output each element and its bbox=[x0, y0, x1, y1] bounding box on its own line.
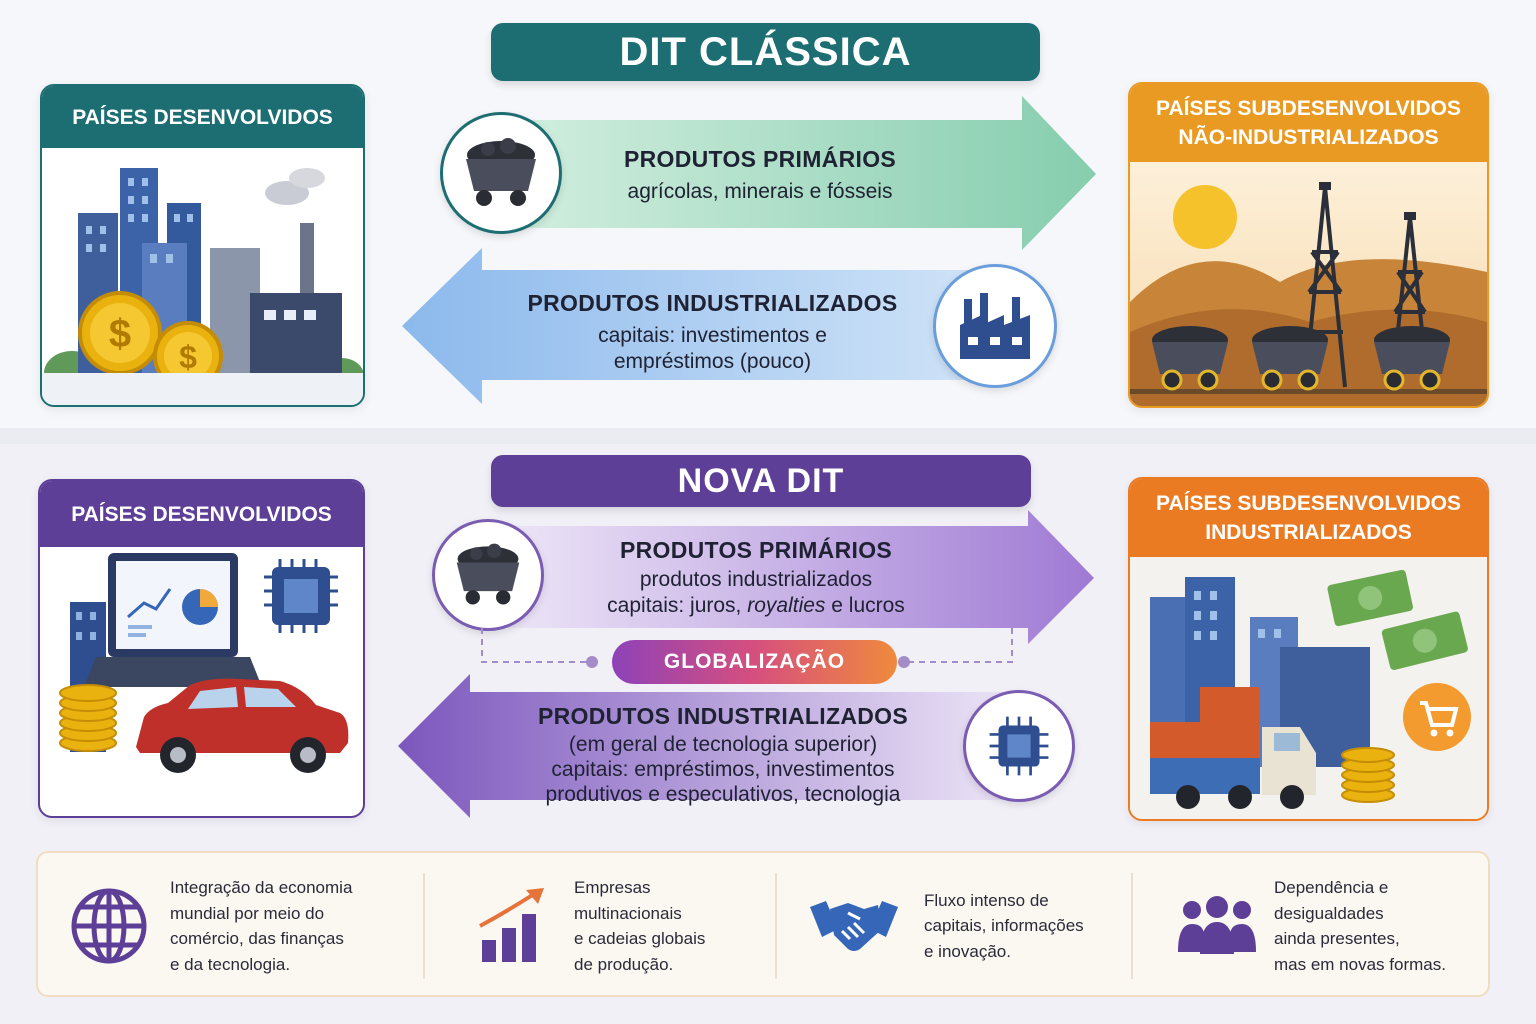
classic-underdeveloped-label: PAÍSES SUBDESENVOLVIDOS NÃO-INDUSTRIALIZ… bbox=[1130, 84, 1487, 162]
nova-industrial-products-text: PRODUTOS INDUSTRIALIZADOS (em geral de t… bbox=[518, 703, 928, 807]
footer-line: e da tecnologia. bbox=[170, 954, 291, 974]
globe-icon bbox=[71, 888, 147, 964]
nova-primary-line2-italic: royalties bbox=[747, 594, 826, 617]
classic-underdeveloped-card: PAÍSES SUBDESENVOLVIDOS NÃO-INDUSTRIALIZ… bbox=[1128, 82, 1489, 408]
classic-primary-products-text: PRODUTOS PRIMÁRIOS agrícolas, minerais e… bbox=[580, 146, 940, 205]
handshake-icon bbox=[810, 901, 898, 951]
nova-primary-title: PRODUTOS PRIMÁRIOS bbox=[619, 537, 893, 563]
footer-line: e cadeias globais bbox=[574, 929, 706, 948]
footer-line: desigualdades bbox=[1274, 903, 1384, 923]
footer-line: capitais, informações bbox=[924, 916, 1084, 936]
footer-text-inequality: Dependência e desigualdades ainda presen… bbox=[1274, 875, 1446, 977]
nova-underdeveloped-card: PAÍSES SUBDESENVOLVIDOS INDUSTRIALIZADOS bbox=[1128, 477, 1489, 821]
nova-title: NOVA DIT bbox=[491, 455, 1031, 507]
nova-primary-line2-prefix: capitais: juros, bbox=[607, 594, 748, 617]
footer-line: ainda presentes, bbox=[1274, 929, 1400, 948]
nova-underdeveloped-label-line2: INDUSTRIALIZADOS bbox=[1205, 521, 1412, 544]
people-icon bbox=[1178, 896, 1256, 954]
mine-cart-icon bbox=[440, 112, 562, 234]
classic-developed-card: PAÍSES DESENVOLVIDOS bbox=[40, 84, 365, 407]
footer-separator bbox=[423, 873, 425, 979]
tech-economy-illustration bbox=[40, 547, 363, 816]
footer-item-multinationals: Empresas multinacionais e cadeias globai… bbox=[476, 853, 705, 999]
classic-arrow-right bbox=[500, 96, 1096, 250]
footer-line: multinacionais bbox=[574, 903, 682, 923]
footer-text-capital-flow: Fluxo intenso de capitais, informações e… bbox=[924, 888, 1084, 965]
footer-line: mas em novas formas. bbox=[1274, 954, 1446, 974]
nova-industrial-line3: produtivos e especulativos, tecnologia bbox=[545, 783, 901, 806]
globalization-badge: GLOBALIZAÇÃO bbox=[612, 640, 897, 684]
nova-developed-card: PAÍSES DESENVOLVIDOS bbox=[38, 479, 365, 818]
classic-primary-subtitle: agrícolas, minerais e fósseis bbox=[627, 180, 893, 203]
classic-underdeveloped-label-line1: PAÍSES SUBDESENVOLVIDOS bbox=[1156, 97, 1461, 120]
svg-text:$: $ bbox=[179, 339, 197, 375]
footer-separator bbox=[1131, 873, 1133, 979]
classic-industrial-products-text: PRODUTOS INDUSTRIALIZADOS capitais: inve… bbox=[505, 290, 920, 375]
footer-line: e inovação. bbox=[924, 941, 1011, 961]
footer-item-inequality: Dependência e desigualdades ainda presen… bbox=[1176, 853, 1446, 999]
footer-item-capital-flow: Fluxo intenso de capitais, informações e… bbox=[808, 853, 1084, 999]
nova-arrow-left bbox=[398, 674, 1028, 818]
growth-chart-icon bbox=[479, 888, 544, 962]
nova-industrial-line2: capitais: empréstimos, investimentos bbox=[551, 758, 895, 781]
classic-industrial-subtitle-2: empréstimos (pouco) bbox=[613, 350, 812, 373]
classic-arrow-left bbox=[402, 248, 1012, 404]
footer-line: Empresas bbox=[574, 878, 651, 897]
classic-industrial-subtitle-1: capitais: investimentos e bbox=[598, 324, 827, 347]
nova-primary-line1: produtos industrializados bbox=[639, 568, 873, 591]
city-factory-illustration: $ $ bbox=[42, 148, 363, 405]
footer-line: Integração da economia bbox=[170, 878, 353, 897]
nova-primary-products-text: PRODUTOS PRIMÁRIOS produtos industrializ… bbox=[566, 537, 946, 619]
footer-text-integration: Integração da economia mundial por meio … bbox=[170, 875, 352, 977]
globalization-connector bbox=[481, 628, 1013, 668]
classic-title: DIT CLÁSSICA bbox=[491, 23, 1040, 81]
nova-primary-line2: capitais: juros, royalties e lucros bbox=[566, 593, 946, 619]
footer-panel: Integração da economia mundial por meio … bbox=[36, 851, 1490, 997]
nova-mine-cart-icon bbox=[432, 519, 544, 631]
nova-underdeveloped-label-line1: PAÍSES SUBDESENVOLVIDOS bbox=[1156, 492, 1461, 515]
nova-arrow-right bbox=[490, 510, 1094, 644]
footer-line: comércio, das finanças bbox=[170, 929, 344, 948]
nova-primary-line2-suffix: e lucros bbox=[825, 594, 905, 617]
factory-icon bbox=[933, 264, 1057, 388]
chip-icon bbox=[963, 690, 1075, 802]
mining-landscape-illustration bbox=[1130, 162, 1487, 406]
classic-developed-label: PAÍSES DESENVOLVIDOS bbox=[42, 86, 363, 148]
footer-text-multinationals: Empresas multinacionais e cadeias globai… bbox=[574, 875, 705, 977]
nova-industrial-title: PRODUTOS INDUSTRIALIZADOS bbox=[538, 703, 908, 729]
footer-item-integration: Integração da economia mundial por meio … bbox=[68, 853, 352, 999]
nova-developed-label: PAÍSES DESENVOLVIDOS bbox=[40, 481, 363, 547]
footer-line: de produção. bbox=[574, 954, 674, 974]
section-divider bbox=[0, 428, 1536, 444]
footer-line: Fluxo intenso de bbox=[924, 890, 1049, 910]
classic-primary-title: PRODUTOS PRIMÁRIOS bbox=[623, 146, 897, 172]
nova-industrial-line1: (em geral de tecnologia superior) bbox=[568, 733, 878, 756]
footer-line: mundial por meio do bbox=[170, 903, 325, 923]
industrial-city-illustration bbox=[1130, 557, 1487, 819]
svg-text:$: $ bbox=[109, 312, 131, 356]
footer-line: Dependência e bbox=[1274, 878, 1389, 897]
nova-underdeveloped-label: PAÍSES SUBDESENVOLVIDOS INDUSTRIALIZADOS bbox=[1130, 479, 1487, 557]
footer-separator bbox=[775, 873, 777, 979]
classic-industrial-title: PRODUTOS INDUSTRIALIZADOS bbox=[527, 290, 898, 316]
classic-underdeveloped-label-line2: NÃO-INDUSTRIALIZADOS bbox=[1178, 126, 1439, 149]
